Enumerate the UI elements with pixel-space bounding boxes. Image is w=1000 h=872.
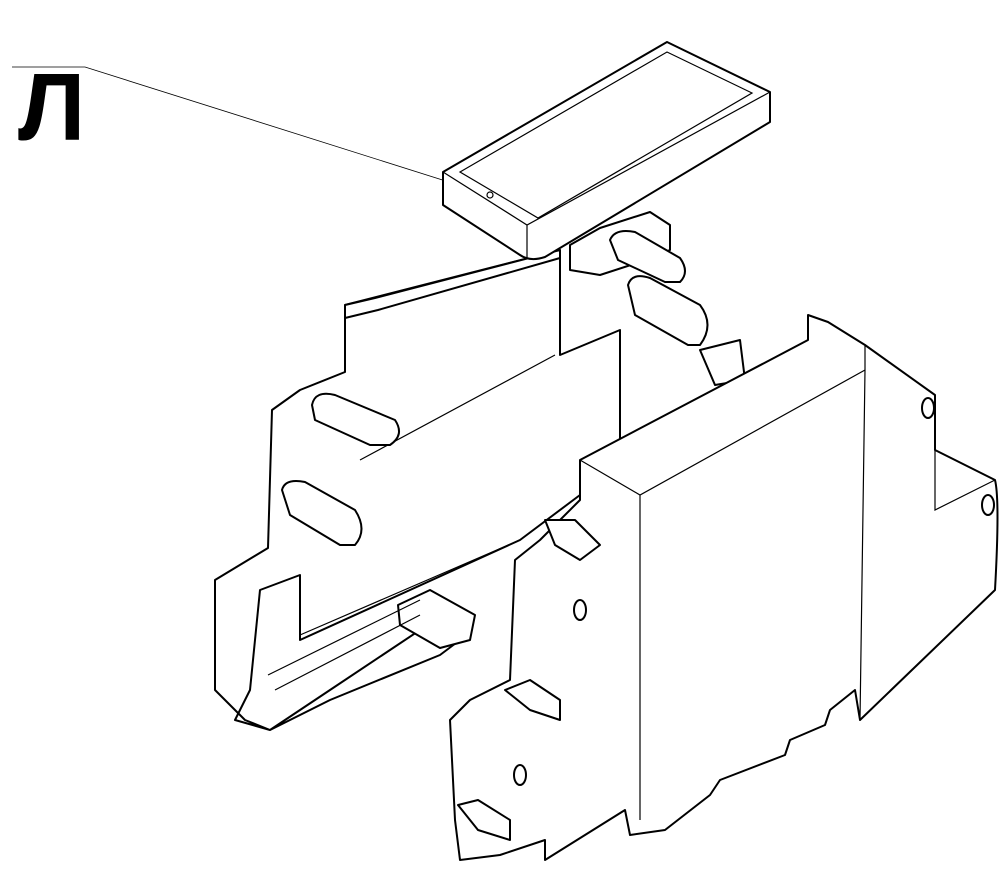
callout-label: Л <box>18 54 86 161</box>
cover-lid <box>442 41 771 261</box>
rear-clips <box>569 211 746 386</box>
leader-line <box>12 66 491 196</box>
right-housing <box>449 314 999 861</box>
left-housing <box>214 249 621 731</box>
